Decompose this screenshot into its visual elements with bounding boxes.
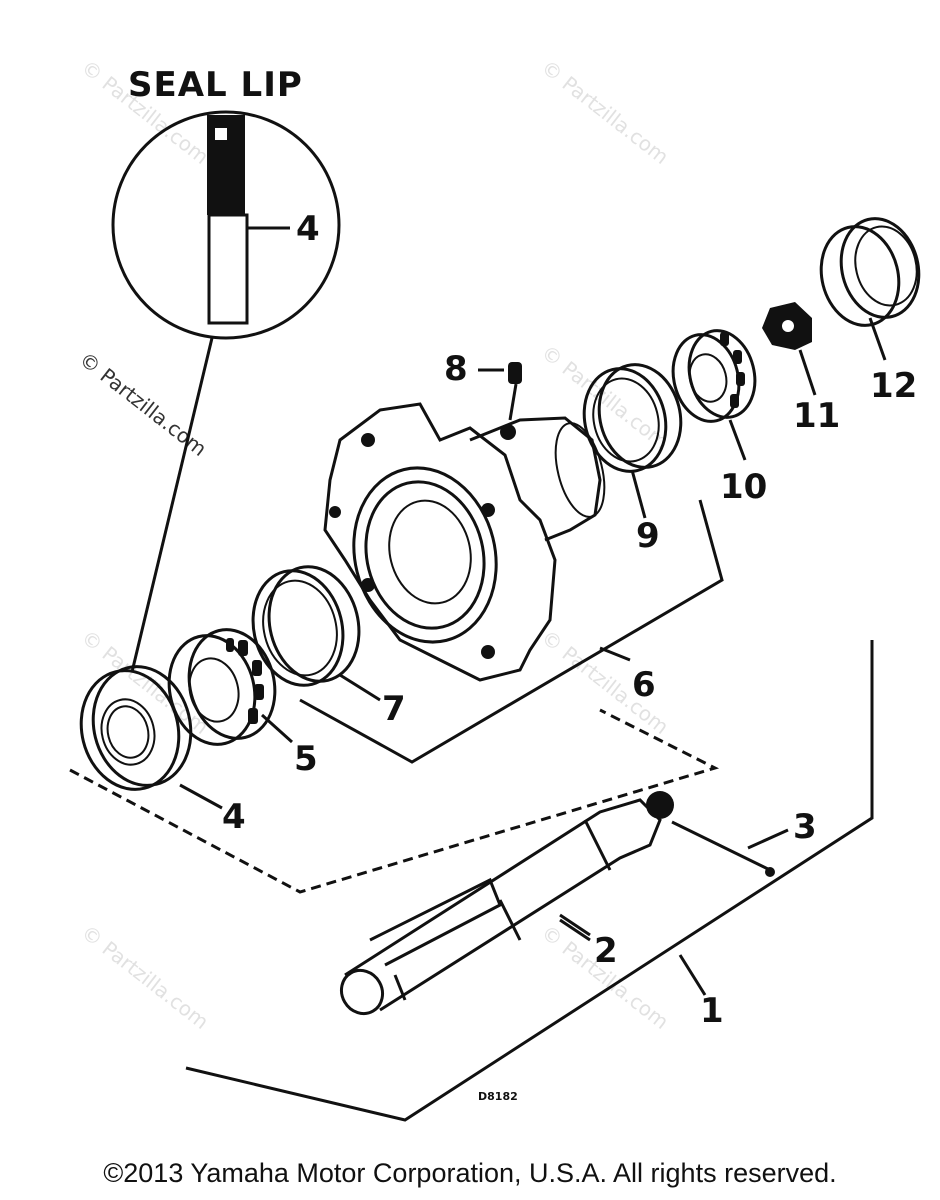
callout-4: 4 — [222, 797, 246, 837]
detail-leader-line — [130, 337, 214, 673]
part-9-race — [582, 363, 683, 473]
drawing-code: D8182 — [478, 1090, 518, 1103]
part-8-fitting — [478, 362, 522, 421]
callout-10: 10 — [720, 467, 767, 507]
part-11-nut — [762, 302, 812, 350]
callout-9: 9 — [636, 516, 660, 556]
main-group-bracket — [185, 640, 874, 1122]
copyright-notice: ©2013 Yamaha Motor Corporation, U.S.A. A… — [103, 1158, 837, 1188]
callout-11: 11 — [793, 396, 840, 436]
part-3-cotter-pin — [671, 820, 789, 877]
seal-lip-detail: SEAL LIP 4 — [111, 65, 341, 673]
watermark-text: © Partzilla.com — [537, 55, 673, 169]
callout-1: 1 — [700, 991, 724, 1031]
part-10-bearing — [671, 329, 757, 423]
seal-detail-circle — [111, 110, 341, 340]
part-7-race — [251, 565, 361, 687]
part-6-hub — [323, 402, 606, 682]
callout-8: 8 — [444, 349, 468, 389]
callouts: 1 2 3 4 5 6 7 8 9 10 11 12 — [222, 349, 917, 1031]
callout-12: 12 — [870, 366, 917, 406]
callout-seal-4: 4 — [296, 209, 320, 249]
part-4-oil-seal — [79, 665, 193, 791]
part-5-bearing — [167, 628, 277, 746]
part-12-cap — [819, 217, 921, 327]
part-2-shaft — [339, 791, 674, 1016]
watermark-group: © Partzilla.com © Partzilla.com © Partzi… — [75, 55, 673, 1034]
watermark-text: © Partzilla.com — [77, 920, 213, 1034]
watermark-text-dark: © Partzilla.com — [75, 347, 211, 461]
seal-lip-title: SEAL LIP — [128, 65, 303, 105]
hub-group-bracket — [299, 499, 724, 764]
leader-lines — [179, 317, 887, 996]
callout-6: 6 — [632, 665, 656, 705]
callout-2: 2 — [594, 931, 618, 971]
dashed-group-bracket — [69, 708, 720, 894]
seal-body-profile — [207, 213, 249, 325]
callout-3: 3 — [793, 807, 817, 847]
callout-5: 5 — [294, 739, 318, 779]
callout-7: 7 — [382, 689, 406, 729]
